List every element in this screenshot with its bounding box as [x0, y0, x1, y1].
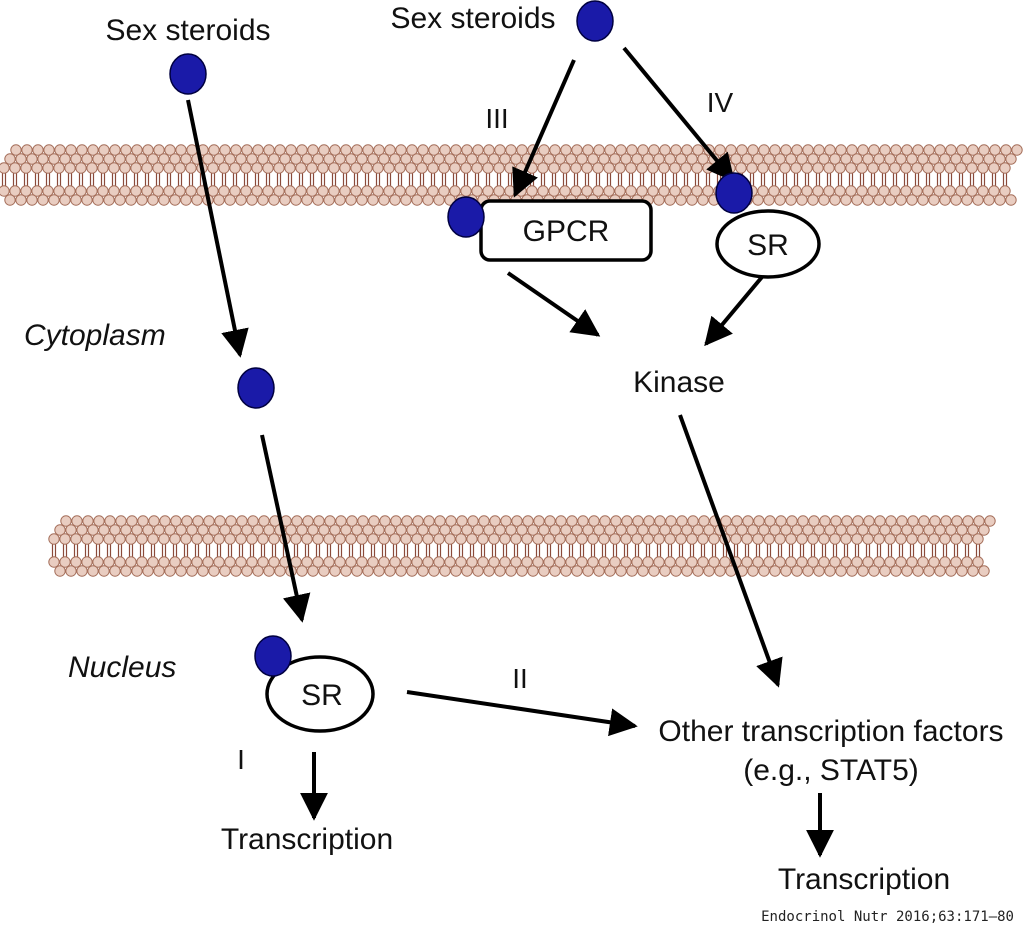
plasma-membrane: [0, 144, 1023, 206]
arrow-kinase-to-tf: [678, 414, 783, 688]
citation: Endocrinol Nutr 2016;63:171–80: [761, 909, 1014, 925]
steroid-molecule-left: [169, 53, 207, 95]
membrane-sr-receptor: [715, 209, 821, 279]
arrow-membrane-sr-to-kinase: [704, 275, 764, 347]
label-cytoplasm: Cytoplasm: [24, 319, 166, 352]
label-stat5-example: (e.g., STAT5): [743, 754, 919, 787]
steroid-molecule-cytoplasm: [237, 367, 275, 409]
label-gpcr: GPCR: [523, 215, 610, 248]
arrow-cytoplasm-to-nucleus: [260, 434, 311, 623]
pathway-label-ii: II: [512, 663, 528, 694]
pathway-label-i: I: [237, 744, 245, 775]
steroid-molecule-nuclear-sr: [254, 635, 292, 677]
label-transcription-right: Transcription: [778, 863, 950, 896]
pathway-label-iii: III: [485, 103, 508, 134]
arrow-gpcr-to-kinase: [506, 271, 601, 337]
nuclear-membrane: [48, 515, 996, 577]
label-nucleus: Nucleus: [68, 651, 176, 684]
label-sr-nuclear: SR: [301, 679, 343, 712]
arrow-steroid-to-membrane-sr: [622, 46, 735, 183]
label-transcription-left: Transcription: [221, 823, 393, 856]
label-other-transcription-factors: Other transcription factors: [658, 715, 1003, 748]
steroid-molecule-gpcr: [447, 196, 485, 238]
steroid-molecule-top: [576, 0, 614, 42]
arrow-nuclear-sr-to-tf: [406, 690, 638, 737]
steroid-molecule-membrane-sr: [715, 172, 753, 214]
arrow-steroid-to-cytoplasm: [186, 99, 249, 358]
label-kinase: Kinase: [633, 366, 725, 399]
label-sex-steroids-top: Sex steroids: [390, 2, 555, 35]
pathway-label-iv: IV: [707, 87, 734, 118]
label-sr-membrane: SR: [747, 229, 789, 262]
nuclear-sr-receptor: [265, 655, 375, 733]
gpcr-receptor: [479, 199, 653, 262]
arrow-steroid-to-gpcr: [512, 59, 576, 198]
label-sex-steroids-left: Sex steroids: [105, 14, 270, 47]
